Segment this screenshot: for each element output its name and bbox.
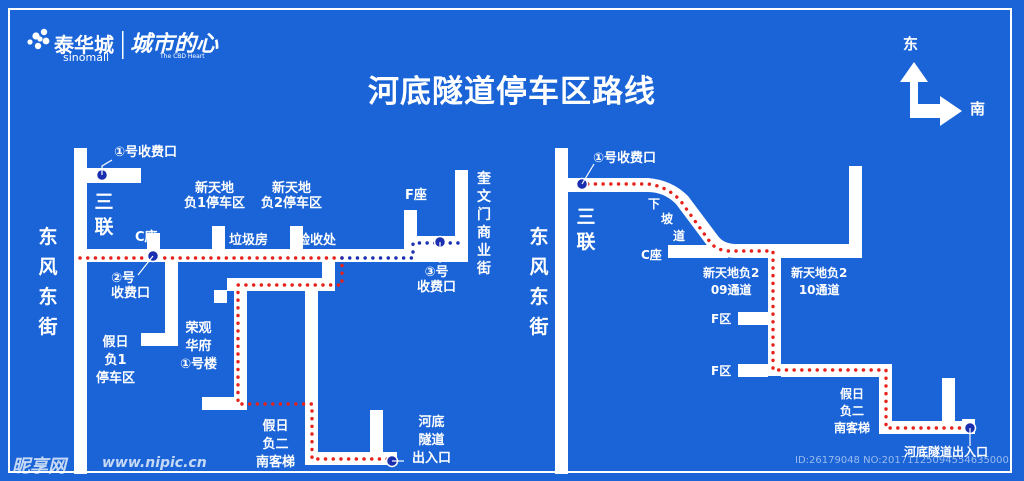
right-c-zuo-label: C座 xyxy=(641,248,662,262)
left-yanshouchu-label: 验收处 xyxy=(297,233,337,248)
road-tunnel-vertical xyxy=(370,410,383,465)
left-lajifang-label: 垃圾房 xyxy=(229,233,269,248)
sinomall-flower-icon xyxy=(27,28,50,50)
compass-right-arrow-icon xyxy=(910,96,962,126)
route-right-red xyxy=(578,182,970,430)
road-f-qu-1-stub xyxy=(738,312,768,325)
right-f-qu-2-label: F区 xyxy=(711,364,732,378)
compass-up-arrow-icon xyxy=(900,62,928,104)
left-gate1-label: ①号收费口 xyxy=(114,145,178,160)
left-gate3-label: ③号收费口 xyxy=(417,265,457,295)
road-jiari-1-vertical xyxy=(165,262,178,346)
road-xintiandi-1-stub xyxy=(212,226,225,249)
route-left-red-main xyxy=(78,256,392,461)
left-f-zuo-label: F座 xyxy=(405,188,427,203)
road-xintiandi-10-stub xyxy=(849,166,862,256)
left-sanlian-label: 三联 xyxy=(94,191,114,238)
right-sanlian-label: 三联 xyxy=(576,206,596,253)
compass-south-label: 南 xyxy=(970,100,986,118)
brand-slogan-cn: 城市的心 xyxy=(130,31,219,57)
page-title: 河底隧道停车区路线 xyxy=(368,74,656,110)
road-c-zuo-right xyxy=(668,245,728,258)
brand-slogan-en: The CBD Heart xyxy=(160,53,205,60)
right-map-roads xyxy=(555,148,975,474)
road-dongfeng-east-left xyxy=(74,148,87,474)
right-jiari-2-label: 假日负二南客梯 xyxy=(834,387,871,435)
watermark-url: www.nipic.cn xyxy=(102,455,207,471)
map-border xyxy=(8,8,1012,473)
right-tunnel-label: 河底隧道出入口 xyxy=(904,445,989,459)
watermark-logo: 昵享网 xyxy=(12,456,66,477)
routes xyxy=(78,182,970,461)
road-kuiwenmen xyxy=(455,170,468,262)
right-xiapodao-label-2: 坡 xyxy=(660,212,673,226)
logo-divider xyxy=(122,31,124,59)
watermark-id: ID:26179048 NO:20171125094554635000 xyxy=(795,455,1009,466)
road-right-connector xyxy=(404,236,462,249)
road-xintiandi-2-stub xyxy=(290,226,303,249)
brand-name-en: sinomall xyxy=(63,51,110,64)
left-street-kuiwenmen: 奎文门商业街 xyxy=(477,171,491,277)
compass-east-label: 东 xyxy=(903,35,919,53)
right-street-dongfeng: 东风东街 xyxy=(529,226,549,338)
road-inner-right xyxy=(305,278,318,464)
leader-gate1-right xyxy=(581,163,595,185)
road-lower-vertical xyxy=(879,364,892,434)
right-xiapodao-label: 下 xyxy=(647,197,660,211)
road-inner-left-stub xyxy=(214,290,227,303)
road-rongguan-stub xyxy=(202,397,247,410)
left-c-zuo-label: C座 xyxy=(135,230,158,245)
road-jiari-1-stub xyxy=(141,333,178,346)
left-street-dongfeng: 东风东街 xyxy=(38,226,58,338)
left-xintiandi-2-label: 新天地负2停车区 xyxy=(261,181,323,211)
road-c-zuo-stub xyxy=(147,233,160,249)
compass-arrows xyxy=(900,62,962,126)
leader-gate2-left xyxy=(137,255,154,276)
left-jiari-2-label: 假日负二南客梯 xyxy=(256,419,296,470)
brand-name-cn: 泰华城 xyxy=(54,33,114,57)
road-f-qu-2-stub xyxy=(738,364,768,377)
right-xiapodao-label-3: 道 xyxy=(672,229,685,243)
left-tunnel-label: 河底隧道出入口 xyxy=(412,415,452,466)
leader-gate1-left xyxy=(101,159,113,175)
road-tunnel-right-vertical xyxy=(942,378,955,434)
right-f-qu-1-label: F区 xyxy=(711,312,732,326)
right-gate1-label: ①号收费口 xyxy=(593,151,657,166)
road-lower-horizontal xyxy=(781,364,889,377)
route-left-blue-connector xyxy=(340,241,464,260)
left-gate2-label: ②号收费口 xyxy=(111,271,151,301)
road-dongfeng-east-right xyxy=(555,148,568,474)
left-xintiandi-1-label: 新天地负1停车区 xyxy=(184,181,246,211)
road-passage-209-vertical xyxy=(768,258,781,376)
leader-lines xyxy=(101,159,971,462)
road-xiapodao xyxy=(568,178,862,258)
